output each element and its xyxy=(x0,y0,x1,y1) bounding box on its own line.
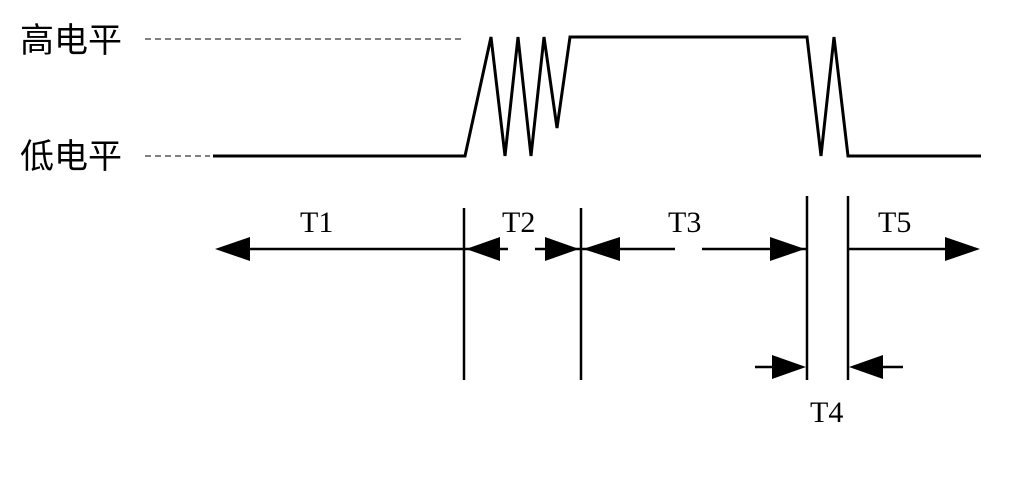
signal-waveform xyxy=(213,35,981,158)
t4-label: T4 xyxy=(810,396,843,429)
t3-dimension-arrow xyxy=(581,237,807,261)
high-level-label: 高电平 xyxy=(20,21,122,61)
t4-dimension-arrow xyxy=(755,355,903,379)
t3-label: T3 xyxy=(668,206,701,239)
t5-dimension-arrow xyxy=(848,237,980,261)
t2-label: T2 xyxy=(502,206,535,239)
t2-dimension-arrow xyxy=(464,237,581,261)
low-level-label: 低电平 xyxy=(20,137,122,177)
t5-label: T5 xyxy=(878,206,911,239)
t1-dimension-arrow xyxy=(215,237,464,261)
t1-label: T1 xyxy=(300,206,333,239)
